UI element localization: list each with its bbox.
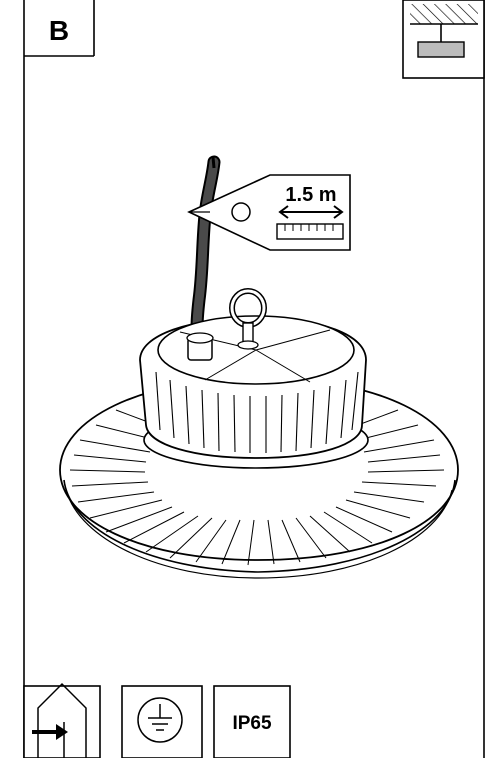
- pictogram-row: IP65: [23, 682, 291, 758]
- panel-label: B: [49, 15, 69, 46]
- cable-length-tag: 1.5 m: [187, 174, 351, 251]
- power-cable: [190, 155, 221, 352]
- ceiling-mount-icon: [402, 0, 485, 79]
- reflector-fins: [69, 409, 445, 566]
- page-frame: [23, 0, 485, 758]
- heatsink-fins: [155, 371, 359, 453]
- tag-hole: [231, 202, 251, 222]
- high-bay-lamp: [59, 288, 459, 579]
- protective-earth-icon: [121, 685, 203, 758]
- eye-bolt: [229, 288, 267, 350]
- double-arrow-icon: [278, 205, 344, 219]
- cable-length-label: 1.5 m: [285, 184, 336, 206]
- panel-label-box: B: [24, 15, 94, 57]
- indoor-use-icon: [23, 682, 101, 758]
- indoor-arrow: [32, 724, 68, 740]
- ip-rating-badge: IP65: [213, 685, 291, 758]
- ip-rating-label: IP65: [232, 713, 272, 734]
- cable-gland: [186, 332, 214, 361]
- ruler-icon: [276, 223, 344, 240]
